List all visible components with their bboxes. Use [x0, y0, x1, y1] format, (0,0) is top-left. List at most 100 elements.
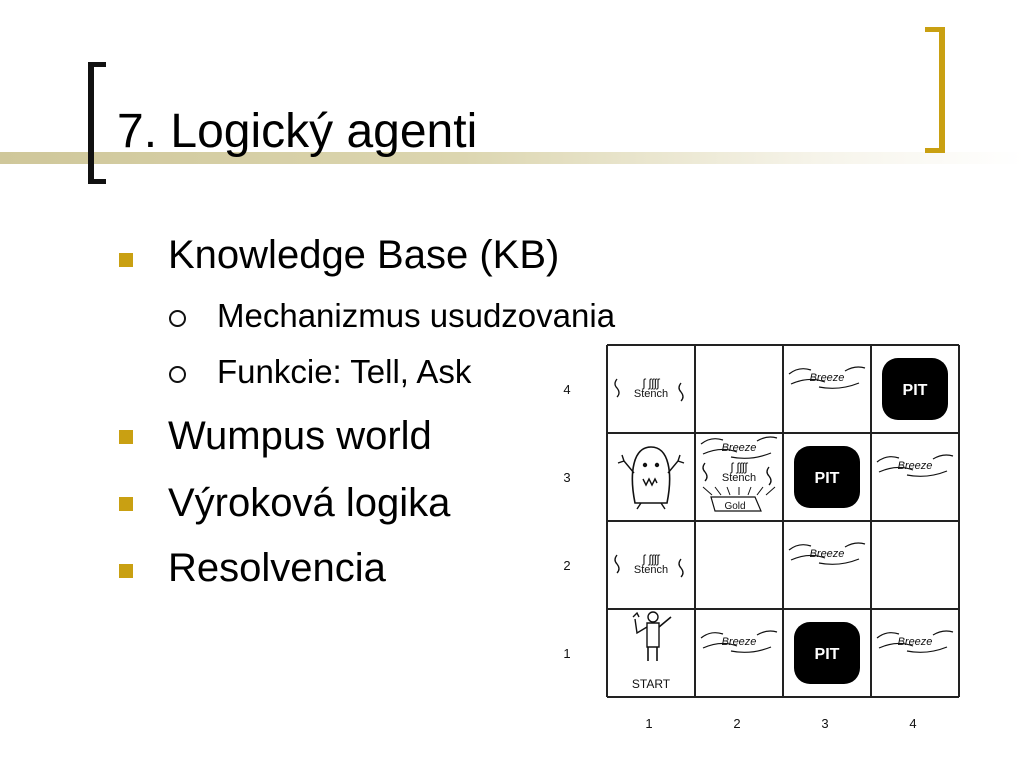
agent-bow — [632, 611, 648, 635]
bullet-square-icon — [119, 497, 133, 511]
gold-icon: Gold — [702, 486, 776, 512]
breeze-wave — [788, 544, 812, 551]
row-label: 3 — [563, 470, 570, 485]
breeze-wave — [876, 456, 900, 463]
title-underline-bar — [0, 152, 1024, 164]
pit-icon: PIT — [882, 358, 948, 420]
breeze-icon: Breeze — [876, 630, 954, 653]
breeze-wave — [788, 368, 812, 375]
grid-cell: Breeze — [788, 366, 866, 389]
grid-cell: Breeze — [876, 630, 954, 653]
row-label: 4 — [563, 382, 570, 397]
breeze-wave — [818, 558, 860, 565]
stench-waves: ʃ ʃʃʃʃ — [642, 552, 661, 566]
row-label: 2 — [563, 558, 570, 573]
breeze-wave — [876, 632, 900, 639]
pit-label: PIT — [815, 646, 840, 663]
breeze-wave — [932, 454, 954, 460]
wumpus-eye — [642, 462, 648, 468]
bullet-item: Wumpus world — [168, 414, 432, 458]
bullet-item: Knowledge Base (KB) — [168, 233, 560, 277]
breeze-wave — [700, 438, 724, 445]
stench-label: Stench — [722, 472, 756, 484]
gold-label: Gold — [724, 501, 745, 512]
breeze-label: Breeze — [810, 548, 845, 560]
column-label: 3 — [821, 716, 828, 731]
column-label: 4 — [909, 716, 916, 731]
gold-glitter — [756, 486, 764, 496]
breeze-wave — [756, 436, 778, 442]
breeze-wave — [818, 382, 860, 389]
stench-label: Stench — [634, 564, 668, 576]
pit-shape — [794, 446, 860, 508]
breeze-wave — [906, 646, 948, 653]
pit-label: PIT — [815, 470, 840, 487]
sub-bullet-circle-icon — [169, 366, 186, 383]
bullet-square-icon — [119, 564, 133, 578]
wumpus-feet — [636, 502, 666, 510]
breeze-wave — [844, 542, 866, 548]
row-label: 1 — [563, 646, 570, 661]
wumpus-icon — [617, 446, 685, 510]
wumpus-body — [631, 446, 671, 504]
agent-body — [646, 622, 660, 648]
sub-bullet-item: Mechanizmus usudzovania — [217, 297, 616, 334]
column-label: 2 — [733, 716, 740, 731]
grid-cell: Breeze — [700, 630, 778, 653]
breeze-wave — [790, 554, 826, 561]
column-label: 1 — [645, 716, 652, 731]
right-bracket-decoration — [925, 27, 945, 153]
agent-legs — [647, 647, 658, 661]
breeze-icon: Breeze — [788, 366, 866, 389]
pit-icon: PIT — [794, 446, 860, 508]
breeze-icon: Breeze — [876, 454, 954, 477]
bullet-square-icon — [119, 430, 133, 444]
breeze-wave — [878, 642, 914, 649]
breeze-icon: Breeze — [788, 542, 866, 565]
gold-glitter — [714, 486, 722, 496]
wumpus-eye — [654, 462, 660, 468]
wumpus-arm-right — [667, 454, 685, 474]
breeze-icon: Breeze — [700, 630, 778, 653]
breeze-wave — [730, 646, 772, 653]
grid-cell — [617, 446, 685, 510]
agent-head — [647, 611, 659, 623]
breeze-label: Breeze — [722, 636, 757, 648]
stench-wave-right — [678, 382, 684, 402]
grid-cell: START — [632, 611, 672, 691]
breeze-wave — [906, 470, 948, 477]
pit-shape — [882, 358, 948, 420]
gold-glitter — [747, 486, 752, 496]
grid-cell: Breeze — [876, 454, 954, 477]
agent-icon — [632, 611, 672, 661]
breeze-wave — [702, 642, 738, 649]
start-label: START — [632, 677, 671, 691]
grid-cell: PIT — [794, 446, 860, 508]
pit-label: PIT — [903, 382, 928, 399]
stench-wave-left — [614, 554, 620, 574]
grid-lines — [606, 344, 960, 698]
breeze-label: Breeze — [810, 372, 845, 384]
stench-wave-right — [678, 558, 684, 578]
wumpus-teeth — [642, 477, 658, 487]
stench-label: Stench — [634, 388, 668, 400]
bullet-item: Resolvencia — [168, 546, 386, 590]
grid-cell: PIT — [882, 358, 948, 420]
agent-arrow — [658, 616, 672, 628]
gold-glitter — [765, 486, 776, 496]
breeze-wave — [790, 378, 826, 385]
gold-bar — [710, 496, 762, 512]
bullet-square-icon — [119, 253, 133, 267]
grid-cell: PIT — [794, 622, 860, 684]
stench-wave-left — [702, 462, 708, 482]
breeze-wave — [878, 466, 914, 473]
bullet-list: Knowledge Base (KB) Mechanizmus usudzova… — [0, 0, 615, 600]
sub-bullet-circle-icon — [169, 310, 186, 327]
bullet-item: Výroková logika — [168, 481, 451, 525]
breeze-wave — [702, 448, 738, 455]
